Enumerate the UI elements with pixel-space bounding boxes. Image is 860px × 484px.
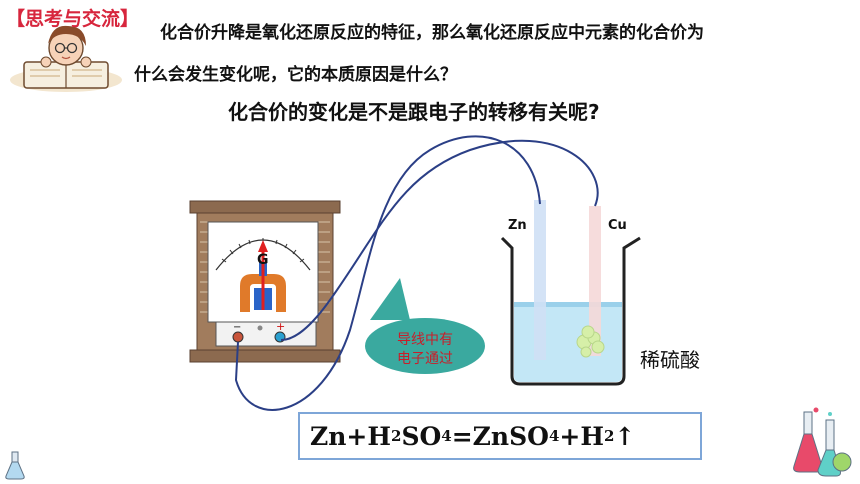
lab-glassware-icon bbox=[793, 407, 852, 477]
meter-g-label: G bbox=[257, 252, 269, 268]
eq-part-1: Zn+H bbox=[310, 421, 391, 451]
eq-sub-3: 4 bbox=[548, 427, 560, 445]
electrode-label-zn: Zn bbox=[508, 218, 527, 233]
hydrogen-bubbles bbox=[576, 325, 605, 358]
callout-text: 导线中有 电子通过 bbox=[366, 331, 484, 369]
intro-line-1: 化合价升降是氧化还原反应的特征，那么氧化还原反应中元素的化合价为 bbox=[160, 23, 704, 43]
eq-sub-2: 4 bbox=[441, 427, 452, 445]
electrode-label-cu: Cu bbox=[608, 218, 627, 233]
intro-paragraph: 化合价升降是氧化还原反应的特征，那么氧化还原反应中元素的化合价为 什么会发生变化… bbox=[134, 12, 850, 96]
acid-label: 稀硫酸 bbox=[640, 348, 700, 372]
galvanometer bbox=[189, 200, 341, 363]
main-question: 化合价的变化是不是跟电子的转移有关呢? bbox=[228, 100, 600, 124]
eq-part-3: =ZnSO bbox=[451, 421, 549, 451]
eq-sub-1: 2 bbox=[391, 427, 402, 445]
meter-minus-label: − bbox=[233, 322, 242, 333]
eq-part-5: ↑ bbox=[614, 421, 636, 451]
reader-illustration bbox=[10, 25, 122, 92]
callout-line-2: 电子通过 bbox=[397, 351, 453, 367]
flask-icon bbox=[5, 451, 25, 480]
eq-part-4: +H bbox=[559, 421, 604, 451]
meter-plus-label: + bbox=[276, 320, 286, 333]
intro-line-2: 什么会发生变化呢，它的本质原因是什么？ bbox=[134, 65, 457, 85]
callout-bubble bbox=[365, 278, 485, 374]
beaker bbox=[500, 200, 641, 386]
connecting-wires bbox=[234, 135, 599, 411]
eq-part-2: SO bbox=[401, 421, 442, 451]
eq-sub-4: 2 bbox=[603, 427, 615, 445]
discussion-tag: 【思考与交流】 bbox=[6, 8, 140, 30]
callout-line-1: 导线中有 bbox=[397, 332, 453, 348]
